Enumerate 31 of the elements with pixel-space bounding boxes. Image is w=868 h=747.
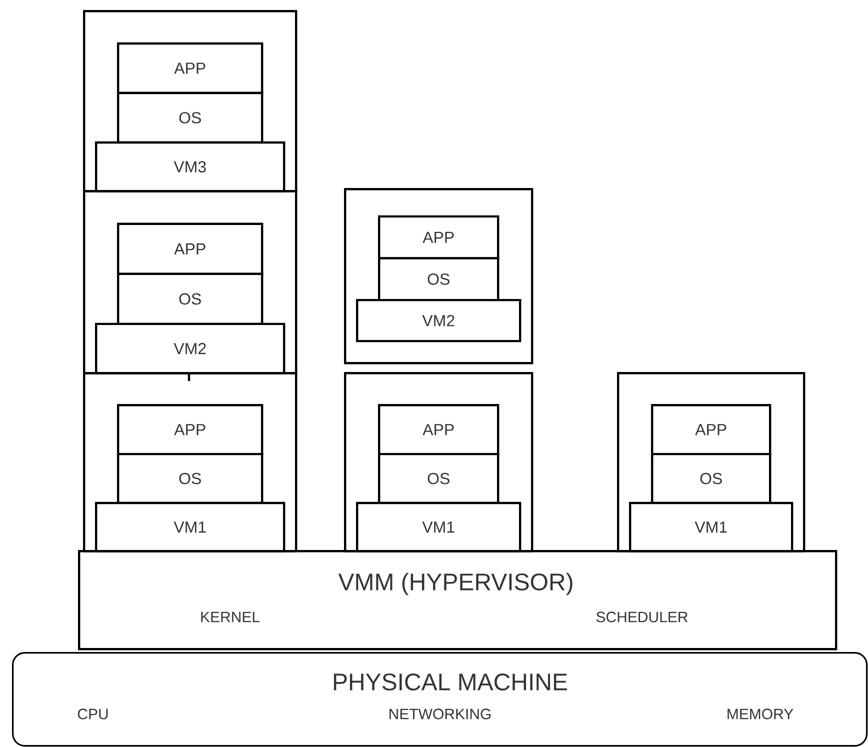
app-layer-box: APP [117,42,264,94]
frame-box [344,188,534,364]
vm-base-box: VM1 [629,502,794,552]
node-label: NETWORKING [390,708,491,720]
os-layer-box: OS [117,452,264,504]
vm-base-box: VM3 [95,141,286,192]
node-label: PHYSICAL MACHINE [334,674,567,690]
os-layer-box: OS [378,257,500,302]
app-layer-box: APP [117,404,264,456]
node-label: SCHEDULER [596,612,688,622]
frame-box [83,190,298,374]
node-label: KERNEL [201,612,260,622]
vm-base-box: VM2 [95,322,286,374]
node-label: CPU [78,708,108,720]
app-layer-box: APP [378,215,500,260]
app-layer-box: APP [651,404,772,456]
vm-base-box: VM2 [356,298,522,342]
frame-box [344,372,534,552]
app-layer-box: APP [378,404,500,456]
frame-box [83,372,298,552]
node-label: VMM (HYPERVISOR) [338,572,572,596]
frame-box [617,372,806,552]
node-label: MEMORY [728,708,794,720]
os-layer-box: OS [651,452,772,504]
os-layer-box: OS [117,92,264,144]
vm-base-box: VM1 [95,502,286,552]
vm-base-box: VM1 [356,502,522,552]
app-layer-box: APP [117,222,264,276]
frame-box [83,10,298,192]
os-layer-box: OS [117,272,264,326]
os-layer-box: OS [378,452,500,504]
